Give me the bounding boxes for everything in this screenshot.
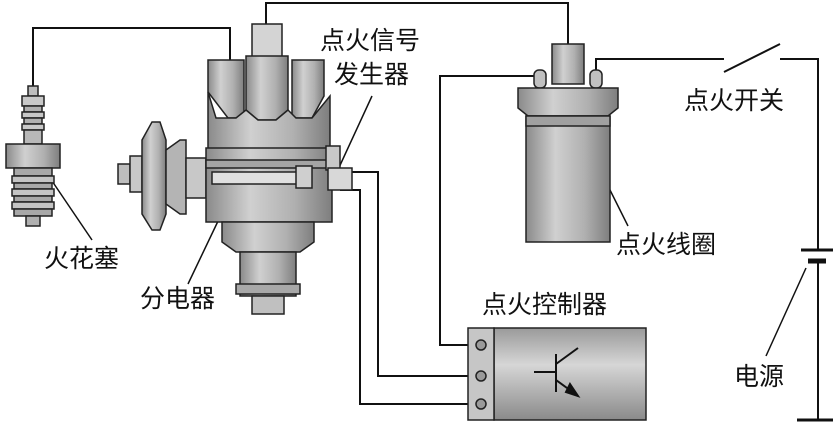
distributor-label: 分电器 [140,284,216,313]
ignition-signal-generator-label-line2: 发生器 [334,60,410,89]
distributor [205,23,353,315]
transistor-symbol [534,347,581,398]
ignition-signal-generator-label-line1: 点火信号 [320,26,421,55]
leader-signal-generator [335,95,373,175]
coil-to-switch-wire [595,58,724,72]
signal-wire-1 [352,171,480,377]
ignition-controller [467,327,647,421]
leader-spark-plug [49,177,93,241]
controller-terminal-1 [475,339,487,351]
switch-to-battery-wire [780,58,819,250]
coil-to-controller-wire [439,75,540,346]
controller-terminal-2 [475,370,487,382]
leader-power-source [765,267,807,357]
signal-wire-2 [340,189,480,405]
spark-plug-wire [32,27,231,86]
ignition-controller-label: 点火控制器 [482,290,608,319]
ignition-coil-label: 点火线圈 [616,230,717,259]
spark-plug-label: 火花塞 [44,244,120,273]
ignition-switch-blade [723,43,781,73]
vacuum-advance-unit [117,121,207,231]
spark-plug [5,85,61,227]
ignition-coil [517,43,619,243]
power-source-label: 电源 [734,362,785,391]
ignition-switch-label: 点火开关 [684,86,785,115]
controller-terminal-3 [475,398,487,410]
coil-high-voltage-wire [265,2,569,44]
